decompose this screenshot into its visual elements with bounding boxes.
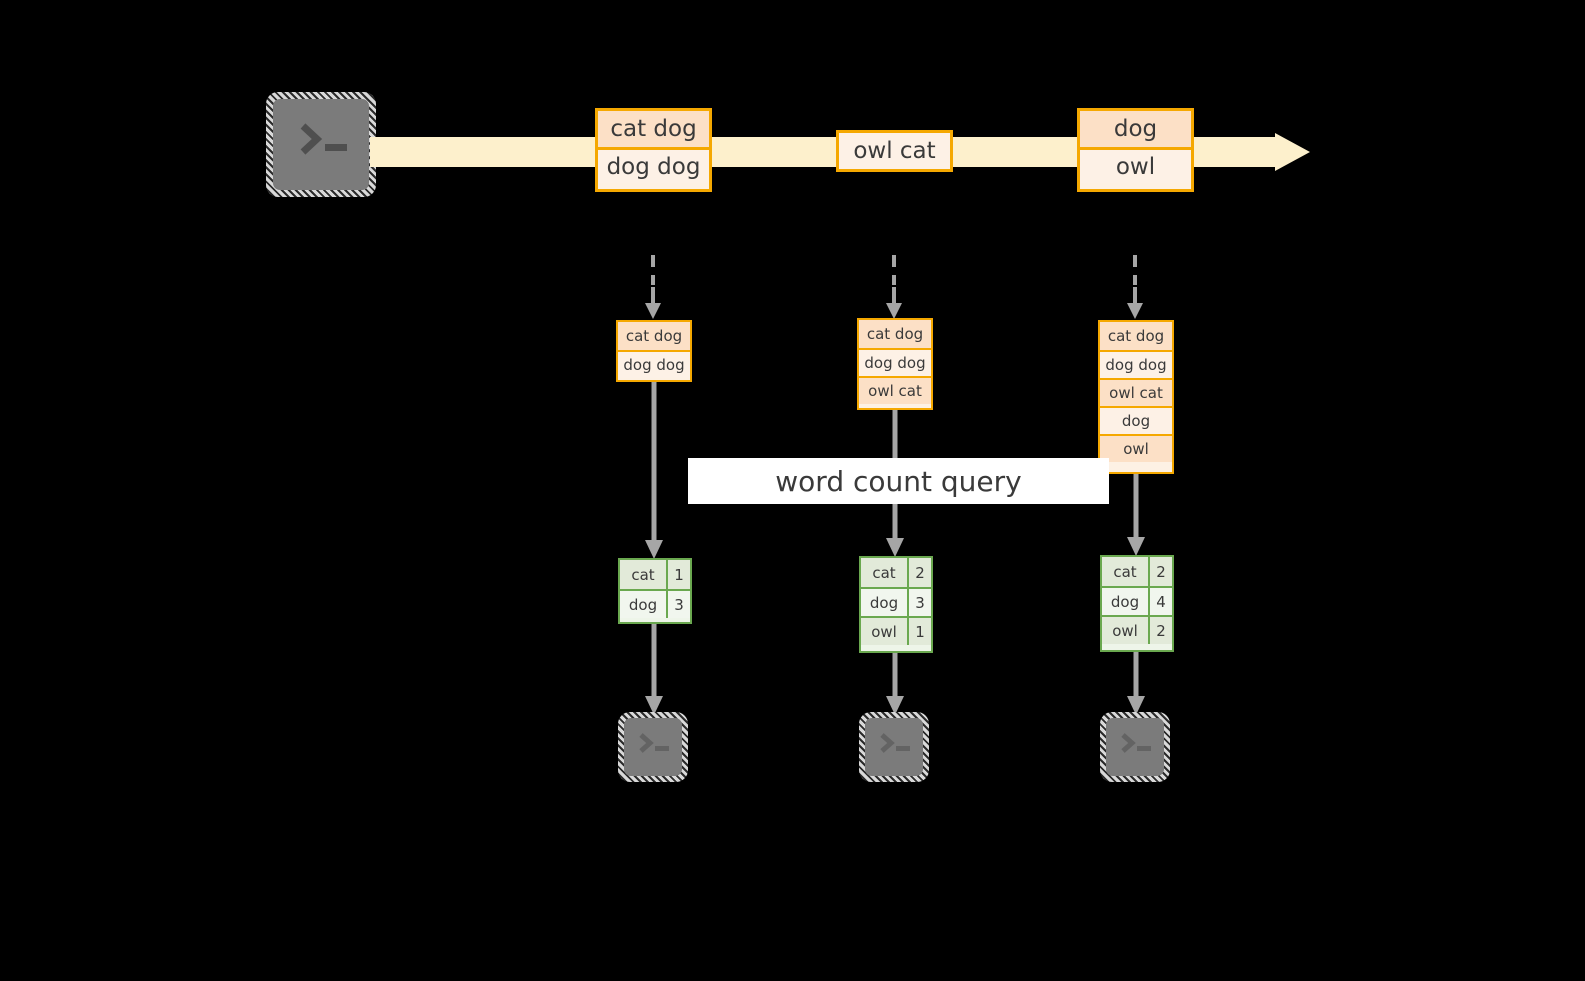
log-line: cat dog (859, 320, 931, 348)
log-line: cat dog (1100, 322, 1172, 350)
sink-terminal-icon-2 (859, 712, 929, 782)
table-cell-count: 1 (907, 618, 931, 645)
log-snapshot-3: cat dog dog dog owl cat dog owl (1098, 320, 1174, 474)
table-cell-count: 1 (666, 560, 690, 589)
table-row: owl 1 (861, 616, 931, 645)
table-cell-word: owl (871, 622, 897, 641)
terminal-prompt-icon (639, 733, 669, 753)
table-cell-count: 3 (666, 591, 690, 618)
table-row: cat 1 (620, 560, 690, 589)
terminal-prompt-icon (300, 123, 347, 155)
log-line: dog dog (618, 350, 690, 378)
stream-message-line: cat dog (598, 111, 709, 147)
log-line: owl cat (1100, 378, 1172, 406)
table-row: cat 2 (1102, 557, 1172, 586)
table-cell-count: 4 (1148, 588, 1172, 615)
source-terminal-icon (266, 92, 376, 197)
connector-stream-to-log-2 (884, 255, 904, 320)
connector-result-to-sink-2 (885, 653, 905, 716)
stream-message-line: owl cat (839, 133, 950, 169)
sink-terminal-icon-1 (618, 712, 688, 782)
table-row: owl 2 (1102, 615, 1172, 644)
terminal-prompt-icon (1121, 733, 1151, 753)
terminal-screen (865, 718, 923, 776)
table-cell-count: 3 (907, 589, 931, 616)
table-cell-word: cat (872, 563, 896, 582)
connector-log-to-result-1 (644, 382, 664, 560)
log-line: owl cat (859, 376, 931, 404)
terminal-prompt-icon (880, 733, 910, 753)
table-cell-word: dog (628, 595, 658, 614)
log-line: owl (1100, 434, 1172, 462)
terminal-screen (624, 718, 682, 776)
terminal-screen (273, 99, 369, 190)
log-snapshot-2: cat dog dog dog owl cat (857, 318, 933, 410)
table-row: dog 3 (861, 587, 931, 616)
connector-result-to-sink-1 (644, 624, 664, 716)
log-line: cat dog (618, 322, 690, 350)
stream-message-3: dog owl (1077, 108, 1194, 192)
table-cell-count: 2 (907, 558, 931, 587)
table-cell-word: dog (869, 593, 899, 612)
table-row: dog 4 (1102, 586, 1172, 615)
stream-message-line: owl (1080, 147, 1191, 183)
table-cell-count: 2 (1148, 557, 1172, 586)
connector-result-to-sink-3 (1126, 652, 1146, 716)
terminal-screen (1106, 718, 1164, 776)
table-cell-word: owl (1112, 621, 1138, 640)
result-table-2: cat 2 dog 3 owl 1 (859, 556, 933, 653)
stream-message-line: dog (1080, 111, 1191, 147)
table-row: dog 3 (620, 589, 690, 618)
log-line: dog dog (859, 348, 931, 376)
log-line: dog dog (1100, 350, 1172, 378)
connector-stream-to-log-1 (643, 255, 663, 320)
query-label: word count query (688, 458, 1109, 504)
table-cell-word: dog (1110, 592, 1140, 611)
connector-log-to-result-3 (1126, 474, 1146, 557)
result-table-3: cat 2 dog 4 owl 2 (1100, 555, 1174, 652)
table-cell-word: cat (631, 565, 655, 584)
stream-message-line: dog dog (598, 147, 709, 183)
stream-message-2: owl cat (836, 130, 953, 172)
sink-terminal-icon-3 (1100, 712, 1170, 782)
table-cell-word: cat (1113, 562, 1137, 581)
table-row: cat 2 (861, 558, 931, 587)
table-cell-count: 2 (1148, 617, 1172, 644)
stream-message-1: cat dog dog dog (595, 108, 712, 192)
connector-stream-to-log-3 (1125, 255, 1145, 320)
log-line: dog (1100, 406, 1172, 434)
log-snapshot-1: cat dog dog dog (616, 320, 692, 382)
result-table-1: cat 1 dog 3 (618, 558, 692, 624)
